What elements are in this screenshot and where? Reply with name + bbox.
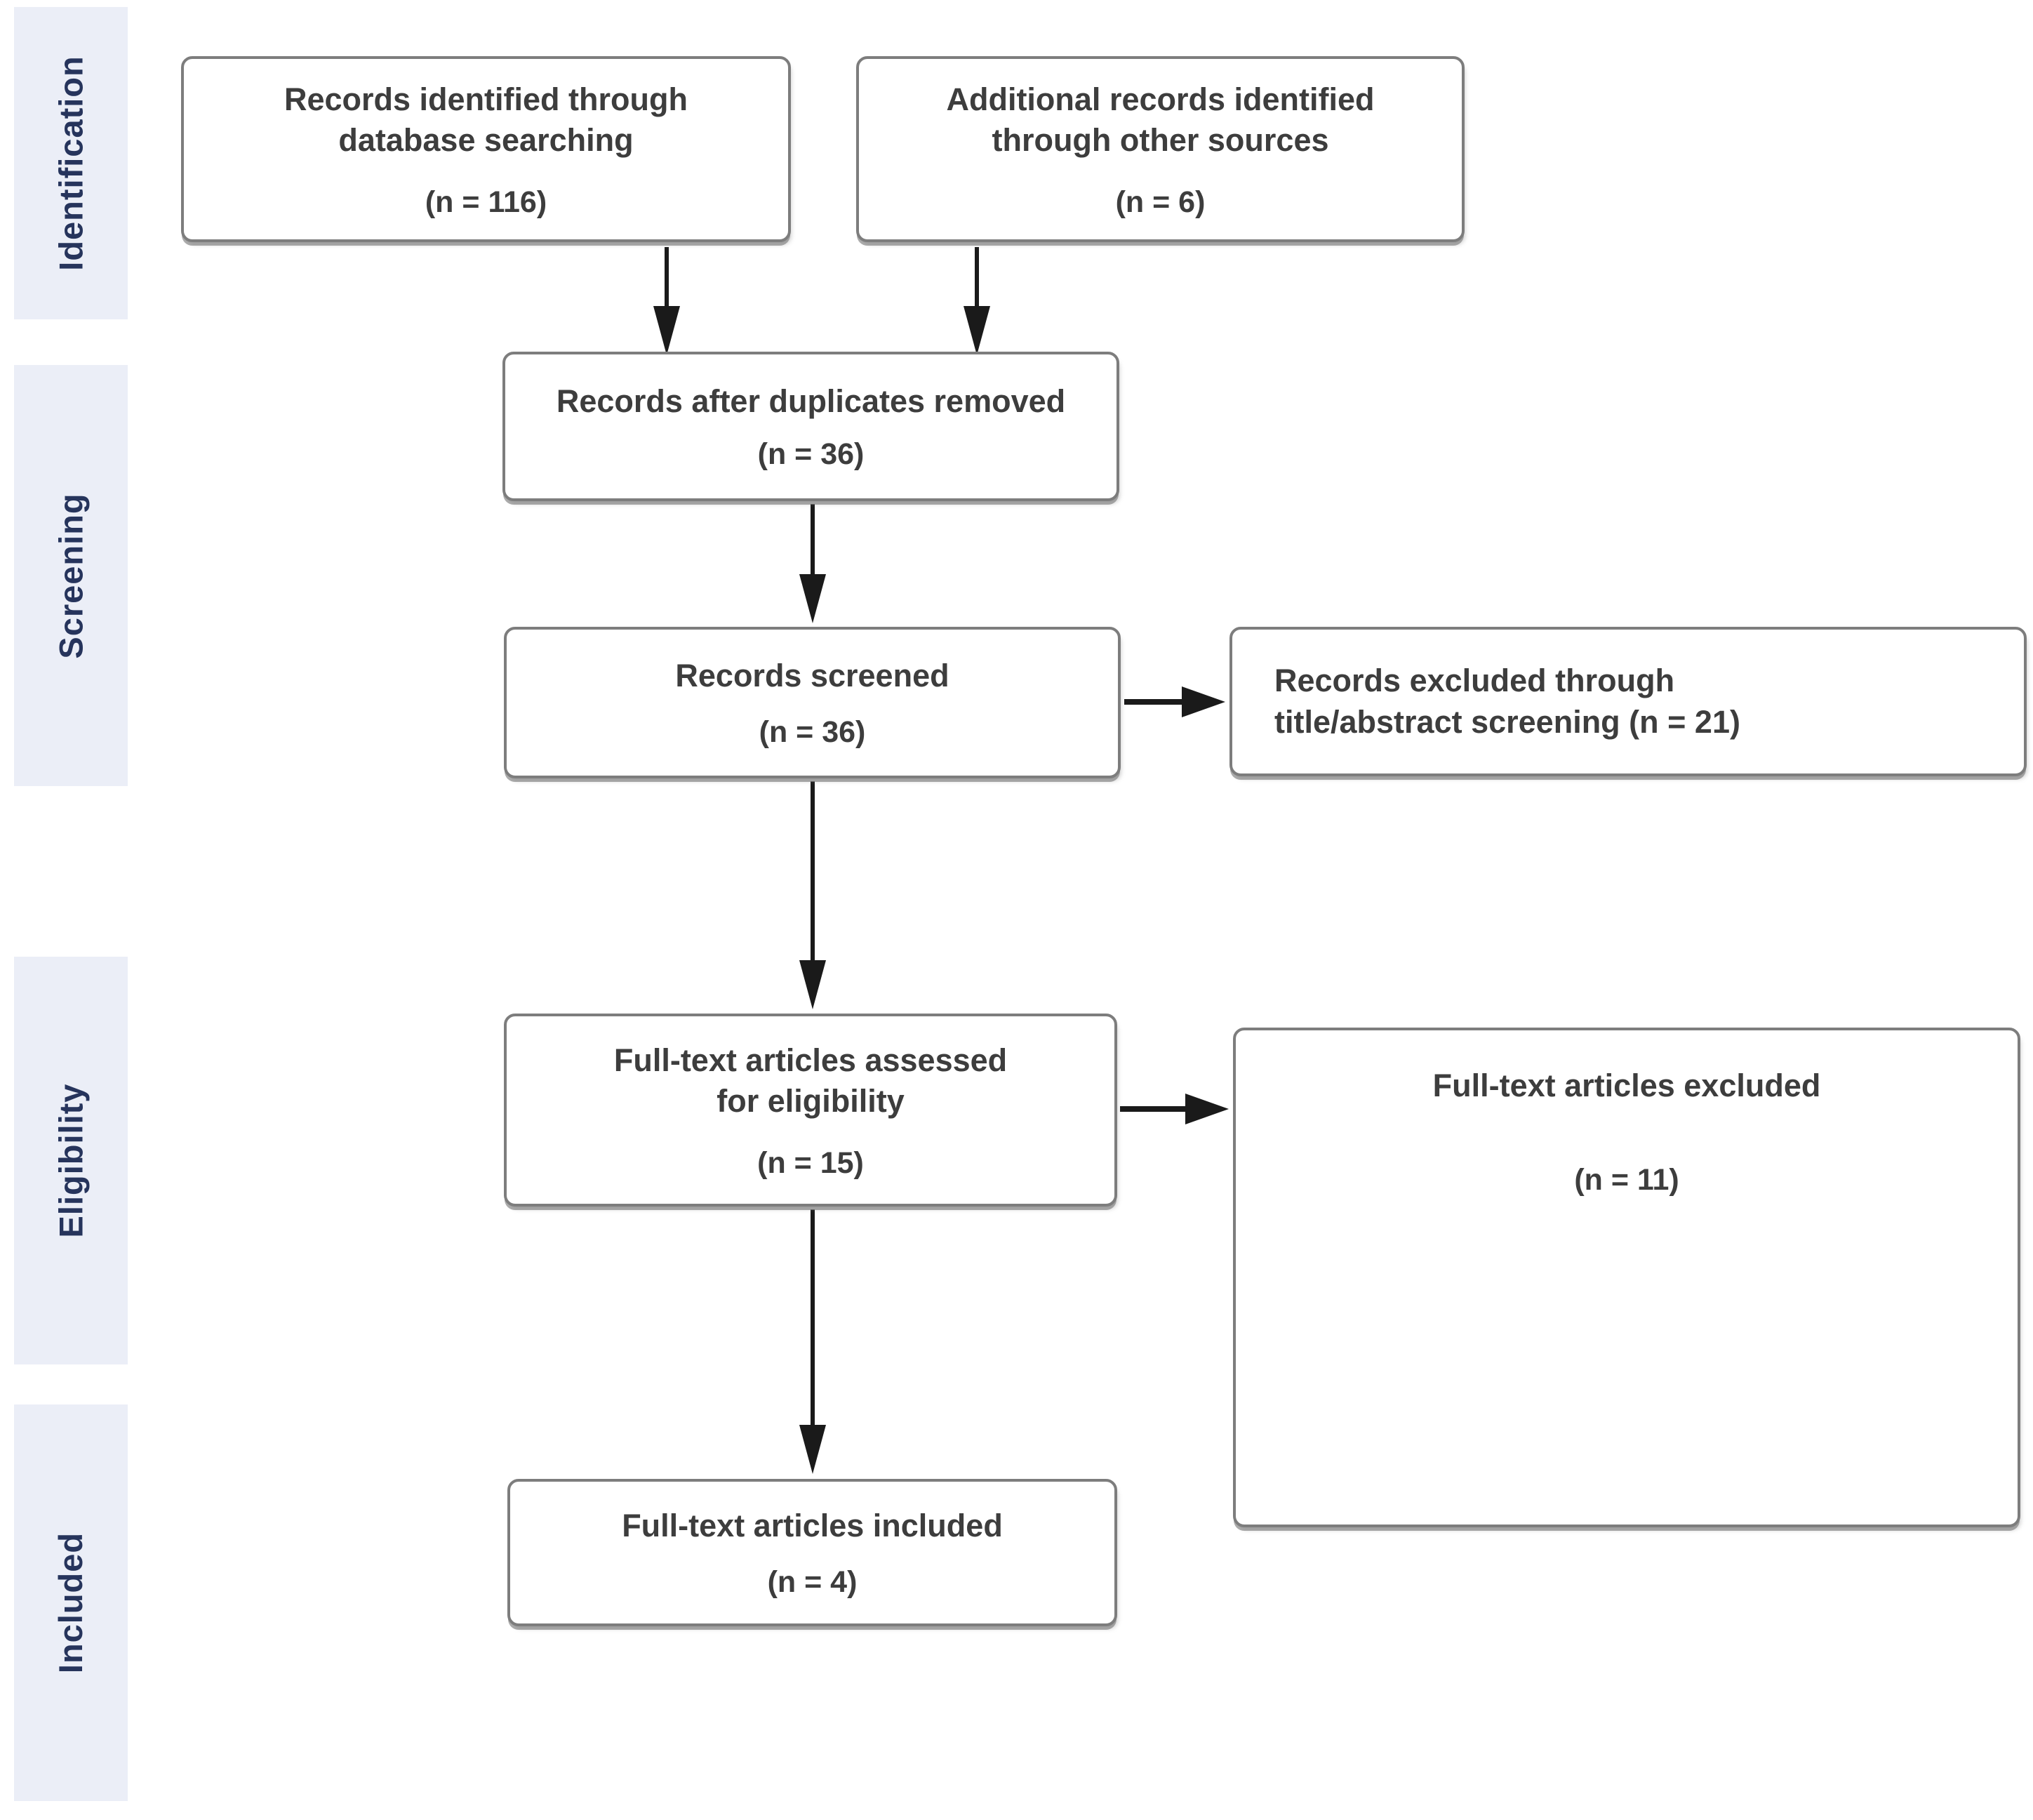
box-additional-records-title: Additional records identified through ot… — [946, 81, 1375, 159]
arrow-fulltext-assessed-to-included — [799, 1209, 826, 1474]
box-fulltext-excluded: Full-text articles excluded (n = 11) — [1233, 1028, 2020, 1527]
box-records-excluded: Records excluded through title/abstract … — [1229, 627, 2027, 776]
box-records-after-duplicates-title: Records after duplicates removed — [556, 383, 1066, 419]
box-fulltext-excluded-title: Full-text articles excluded — [1432, 1068, 1821, 1103]
box-fulltext-assessed-title: Full-text articles assessed for eligibil… — [613, 1042, 1008, 1120]
box-records-after-duplicates-count: (n = 36) — [757, 437, 865, 472]
stage-label-identification: Identification — [52, 55, 90, 271]
stage-label-included: Included — [52, 1532, 90, 1674]
arrow-duplicates-to-screened — [799, 504, 826, 623]
box-records-screened-title: Records screened — [675, 658, 949, 694]
box-fulltext-assessed-count: (n = 15) — [757, 1145, 864, 1180]
stage-label-screening: Screening — [52, 492, 90, 659]
arrow-screened-to-fulltext-assessed — [799, 781, 826, 1009]
box-records-screened: Records screened (n = 36) — [504, 627, 1121, 778]
box-records-after-duplicates: Records after duplicates removed (n = 36… — [502, 352, 1119, 501]
box-records-screened-count: (n = 36) — [759, 715, 866, 749]
stage-label-eligibility: Eligibility — [52, 1083, 90, 1238]
arrow-database-to-duplicates — [653, 247, 680, 355]
arrow-other-sources-to-duplicates — [964, 247, 990, 355]
stage-band-screening: Screening — [14, 365, 128, 786]
box-records-identified-database: Records identified through database sear… — [181, 56, 791, 242]
arrow-assessed-to-fulltext-excluded — [1120, 1094, 1229, 1124]
box-records-identified-database-count: (n = 116) — [425, 185, 547, 219]
box-fulltext-included-title: Full-text articles included — [622, 1508, 1003, 1544]
box-records-excluded-title: Records excluded through title/abstract … — [1274, 663, 1740, 740]
box-fulltext-excluded-count: (n = 11) — [1574, 1162, 1679, 1197]
box-records-identified-database-title: Records identified through database sear… — [284, 81, 688, 159]
stage-band-identification: Identification — [14, 7, 128, 319]
stage-band-included: Included — [14, 1404, 128, 1801]
stage-band-eligibility: Eligibility — [14, 957, 128, 1364]
box-additional-records: Additional records identified through ot… — [856, 56, 1465, 242]
box-fulltext-included-count: (n = 4) — [767, 1565, 858, 1599]
box-additional-records-count: (n = 6) — [1115, 185, 1206, 219]
arrow-screened-to-excluded — [1124, 686, 1225, 717]
box-fulltext-assessed: Full-text articles assessed for eligibil… — [504, 1014, 1117, 1207]
box-fulltext-included: Full-text articles included (n = 4) — [507, 1479, 1117, 1626]
